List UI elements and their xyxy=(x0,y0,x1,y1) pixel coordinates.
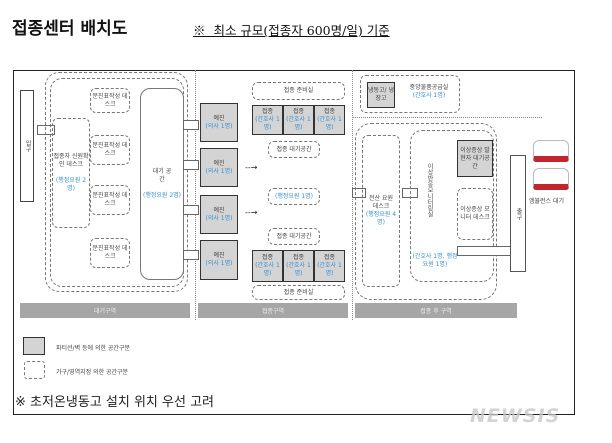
verification-label: 접종자 신원확인 데스크 xyxy=(53,153,89,168)
entrance: 입구 xyxy=(20,90,34,202)
prep-room: 접종 준비실 xyxy=(252,82,345,100)
vaccination-booth: 접종(간호사 1명) xyxy=(314,250,345,282)
booth-staff: (간호사 1명) xyxy=(286,116,311,131)
booth-staff: (간호사 1명) xyxy=(286,262,311,277)
supply-area xyxy=(360,75,460,113)
booth-staff: (간호사 1명) xyxy=(255,116,280,131)
vaccination-waiting: 접종 대기공간 xyxy=(268,228,320,245)
supply-room: 중앙물품공급실(간호사 1명) xyxy=(398,84,460,100)
dashed-arrow-icon: --→ xyxy=(245,208,258,217)
waiting-zone-outline xyxy=(45,72,188,292)
booth-label: 접종 xyxy=(292,254,305,261)
symptom-waiting: 이상증상 발현자 대기공간 xyxy=(457,140,493,177)
prescreen-label: 예진 xyxy=(213,159,225,167)
arrow-icon xyxy=(37,125,55,135)
legend-partition-label: 파티션/벽 등에 의한 공간구분 xyxy=(56,345,130,352)
booth-label: 접종 xyxy=(261,108,274,115)
admin-staff: (행정요원 1명) xyxy=(268,188,320,205)
vaccination-booth: 접종(간호사 1명) xyxy=(252,250,283,282)
questionnaire-desk: 문진표작성 데스크 xyxy=(90,135,130,165)
vaccination-booth: 접종(간호사 1명) xyxy=(252,105,283,135)
prescreen-label: 예진 xyxy=(213,206,225,214)
ambulance-icon xyxy=(533,168,569,190)
zone-vaccination: 접종구역 xyxy=(198,303,348,318)
monitor-room-label: 이상반응모니터링실 xyxy=(426,163,433,217)
prescreen-label: 예진 xyxy=(213,114,225,122)
questionnaire-desk: 문진표작성 데스크 xyxy=(90,88,130,113)
verification-staff: (행정요원 2명) xyxy=(55,177,87,192)
waiting-space: 대기 공간 (행정요원 2명) xyxy=(140,88,184,280)
zone-waiting: 대기구역 xyxy=(20,303,190,318)
ambulance-icon xyxy=(533,140,569,162)
prescreen-room: 예진(의사 1명) xyxy=(200,195,238,234)
it-desk: 전산 요원 데스크(행정요원 4명) xyxy=(362,135,400,287)
vaccination-booth: 접종(간호사 1명) xyxy=(283,105,314,135)
booth-label: 접종 xyxy=(292,108,305,115)
vaccination-waiting: 접종 대기공간 xyxy=(268,141,320,158)
booth-staff: (간호사 1명) xyxy=(255,262,280,277)
it-desk-staff: (행정요원 4명) xyxy=(365,211,397,226)
prescreen-staff: (의사 1명) xyxy=(205,167,233,175)
subtitle: ※ 최소 규모(접종자 600명/일) 기준 xyxy=(193,23,390,38)
supply-label: 중앙물품공급실 xyxy=(409,84,449,91)
page-title: 접종센터 배치도 xyxy=(12,19,128,39)
waiting-label: 대기 공간 xyxy=(152,168,172,183)
booth-label: 접종 xyxy=(261,254,274,261)
questionnaire-desk: 문진표작성 데스크 xyxy=(90,238,130,268)
arrow-icon xyxy=(183,205,199,215)
arrow-icon xyxy=(183,160,199,170)
symptom-desk: 이상증상 모니터 데스크 xyxy=(457,188,493,240)
prescreen-room: 예진(의사 1명) xyxy=(200,148,238,187)
prescreen-staff: (의사 1명) xyxy=(205,260,233,267)
verification-desk: 접종자 신원확인 데스크 (행정요원 2명) xyxy=(52,118,90,228)
legend-dashed-swatch xyxy=(24,361,45,379)
prep-room: 접종 준비실 xyxy=(252,285,345,300)
supply-staff: (간호사 1명) xyxy=(412,92,446,99)
prescreen-room: 예진(의사 1명) xyxy=(200,240,238,280)
divider xyxy=(195,70,196,320)
footnote: ※ 초저온냉동고 설치 위치 우선 고려 xyxy=(15,395,214,410)
vaccination-booth: 접종(간호사 1명) xyxy=(283,250,314,282)
legend-partition-swatch xyxy=(23,337,45,355)
arrow-icon xyxy=(457,246,512,256)
watermark-logo: NEWSIS xyxy=(470,405,561,427)
it-desk-label: 전산 요원 데스크 xyxy=(369,195,393,210)
arrow-icon xyxy=(183,120,199,130)
booth-staff: (간호사 1명) xyxy=(317,262,342,277)
monitor-room xyxy=(410,130,494,282)
freezer: 냉동고/ 냉장고 xyxy=(367,82,395,108)
monitor-room-staff: (간호사 1명, 행정요원 1명) xyxy=(412,253,458,268)
waiting-staff: (행정요원 2명) xyxy=(142,192,181,199)
ambulance-label: 엠뷸런스 대기 xyxy=(529,198,565,205)
zone-post: 접종 후 구역 xyxy=(355,303,517,318)
vaccination-booth: 접종(간호사 1명) xyxy=(314,105,345,135)
prescreen-staff: (의사 1명) xyxy=(205,122,233,130)
questionnaire-desk: 문진표작성 데스크 xyxy=(90,185,130,215)
booth-staff: (간호사 1명) xyxy=(317,116,342,131)
booth-label: 접종 xyxy=(323,108,336,115)
dashed-arrow-icon: --→ xyxy=(245,163,258,172)
prescreen-staff: (의사 1명) xyxy=(205,214,233,222)
divider xyxy=(352,117,542,118)
prescreen-label: 예진 xyxy=(213,252,225,259)
prescreen-room: 예진(의사 1명) xyxy=(200,103,238,142)
booth-label: 접종 xyxy=(323,254,336,261)
arrow-icon xyxy=(352,188,366,198)
legend-dashed-label: 가구/영역지정 의한 공간구분 xyxy=(56,369,129,376)
diagram-frame xyxy=(13,70,575,415)
arrow-icon xyxy=(183,250,199,260)
exit: 출구 xyxy=(510,155,526,272)
post-zone-outline xyxy=(355,123,497,300)
